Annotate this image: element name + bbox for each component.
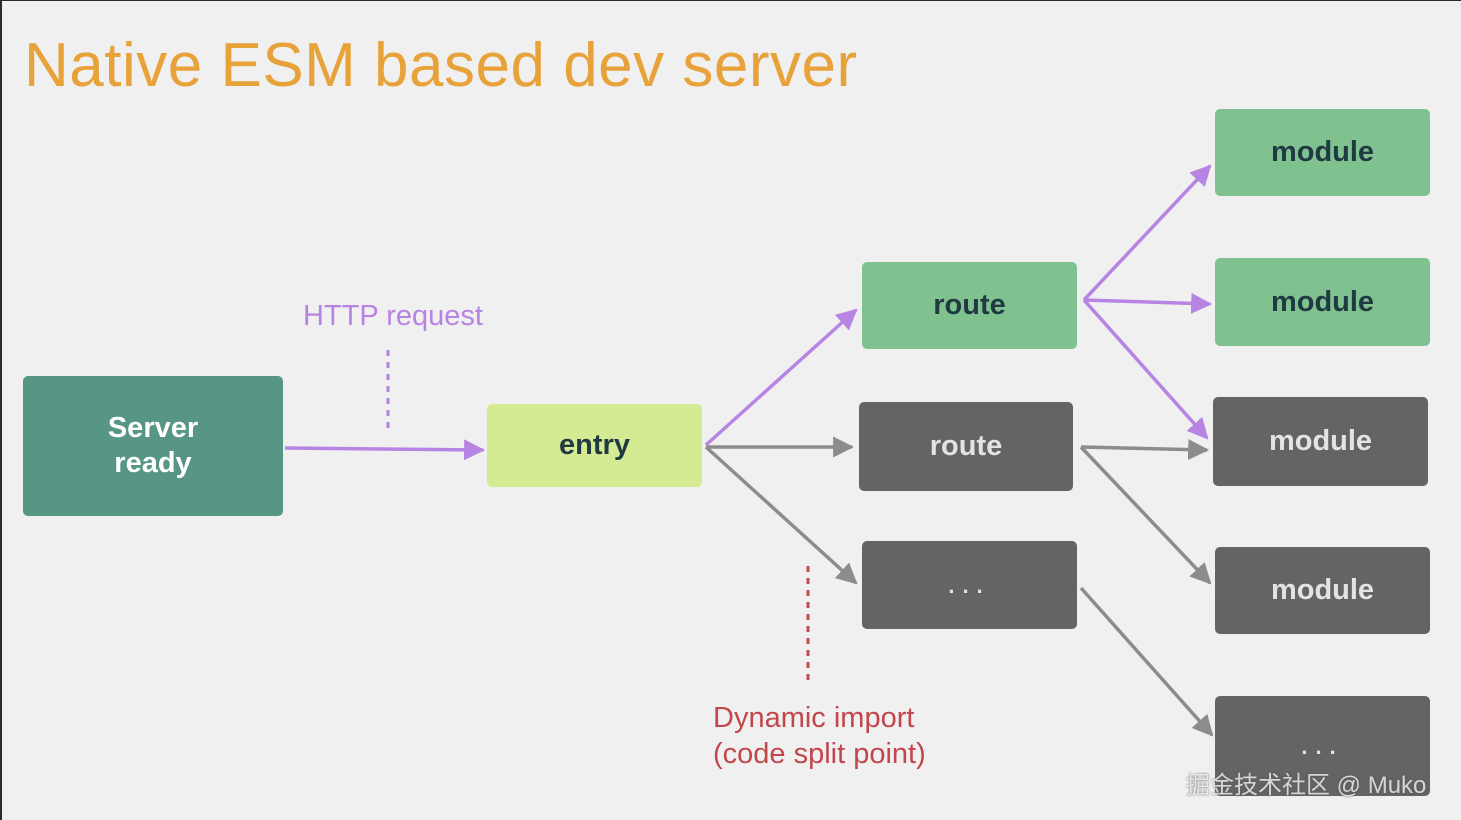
dynamic-import-label: Dynamic import (code split point) (713, 700, 926, 772)
server-ready-line-1: Server (107, 412, 199, 444)
arrow-route-to-module-2 (1083, 292, 1213, 314)
entry-box: entry (487, 404, 702, 487)
arrow-server-to-entry (284, 439, 486, 461)
http-request-label: HTTP request (303, 300, 483, 332)
module-box-3: module (1213, 397, 1428, 486)
server-ready-box: Server ready (23, 376, 283, 516)
arrow-route-to-module-3 (1082, 298, 1209, 440)
module-box-2: module (1215, 258, 1430, 346)
dynamic-import-line-1: Dynamic import (713, 702, 915, 734)
dynamic-import-line-2: (code split point) (713, 738, 926, 770)
route-active-box: route (862, 262, 1077, 349)
arrow-entry-to-route-active (704, 308, 858, 447)
slide-title: Native ESM based dev server (24, 31, 858, 100)
ellipsis-middle-box: ... (862, 541, 1077, 629)
arrow-route-inactive-to-module-3 (1080, 439, 1210, 461)
arrow-ellipsis-to-ellipsis-bottom (1079, 586, 1214, 737)
server-ready-line-2: ready (114, 447, 192, 479)
watermark: 掘金技术社区 @ Muko (1186, 772, 1427, 799)
module-box-1: module (1215, 109, 1430, 196)
ellipsis-bottom-box: ... (1215, 696, 1430, 796)
module-box-4: module (1215, 547, 1430, 634)
arrow-entry-to-ellipsis (704, 445, 858, 585)
arrow-route-to-module-1 (1082, 164, 1212, 302)
arrow-route-inactive-to-module-4 (1079, 445, 1212, 585)
route-inactive-box: route (859, 402, 1073, 491)
